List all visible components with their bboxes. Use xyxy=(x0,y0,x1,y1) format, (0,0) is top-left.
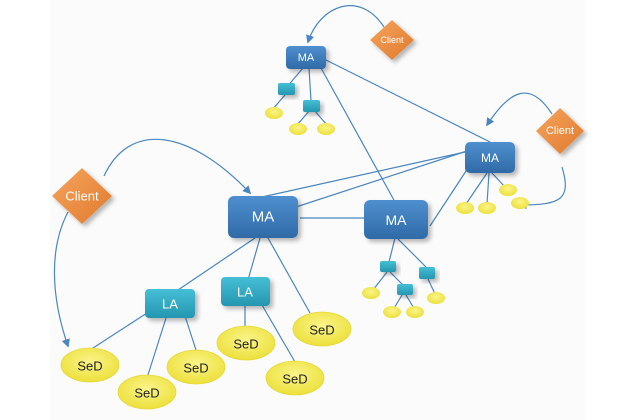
edge-la-b-sed-c xyxy=(313,109,328,126)
server-daemon-label: SeD xyxy=(134,386,159,401)
local-agent-small[interactable] xyxy=(380,261,396,272)
edge-la-a-la-c xyxy=(389,271,405,287)
edge-ma-right-sed-a xyxy=(465,172,488,205)
server-daemon-2[interactable]: SeD xyxy=(117,374,177,410)
edge-ma-main-ma-top xyxy=(295,149,471,208)
master-agent-right[interactable]: MA xyxy=(465,142,515,173)
arrow-client-left-to-ma xyxy=(103,138,252,195)
edges xyxy=(89,59,506,379)
server-daemon-small[interactable] xyxy=(456,202,474,214)
local-agent-label: LA xyxy=(237,285,253,300)
master-agent-label: MA xyxy=(386,212,408,228)
arrow-client-top-to-ma xyxy=(306,5,385,44)
master-agent-label: MA xyxy=(481,151,499,165)
arrow-client-right-to-sed xyxy=(518,166,566,210)
server-daemon-small[interactable] xyxy=(317,123,335,135)
local-agent-1[interactable]: LA xyxy=(145,289,195,318)
edge-ma-right-sed-c xyxy=(491,172,506,188)
edge-la1-sed3 xyxy=(184,315,197,351)
server-daemon-small[interactable] xyxy=(427,292,445,304)
edge-ma-mid-la-b xyxy=(396,237,427,268)
client-label: Client xyxy=(546,125,574,137)
client-right[interactable]: Client xyxy=(536,108,584,154)
edge-ma-top-la-b xyxy=(308,67,312,102)
server-daemon-label: SeD xyxy=(233,337,258,352)
client-left[interactable]: Client xyxy=(52,168,112,224)
edge-la-b-sed-b xyxy=(296,109,311,126)
client-top[interactable]: Client xyxy=(370,20,414,60)
server-daemon-small[interactable] xyxy=(511,197,529,209)
local-agent-small[interactable] xyxy=(419,267,435,279)
edge-ma-main-ma-right xyxy=(261,151,466,198)
local-agent-label: LA xyxy=(162,297,178,312)
edge-ma-right-ma-mid xyxy=(429,167,469,227)
master-agent-label: MA xyxy=(252,209,275,226)
server-daemon-1[interactable]: SeD xyxy=(60,347,120,383)
master-agent-label: MA xyxy=(298,52,315,64)
server-daemon-small[interactable] xyxy=(289,123,307,135)
edge-ma-mid-la-a xyxy=(388,237,396,263)
server-daemon-small[interactable] xyxy=(406,306,424,318)
edge-la-a-sed-a xyxy=(372,271,388,291)
client-label: Client xyxy=(380,35,404,45)
local-agent-small[interactable] xyxy=(397,284,413,295)
edge-la1-sed1 xyxy=(89,312,148,351)
arrow-client-right-to-ma xyxy=(486,92,553,127)
server-daemon-label: SeD xyxy=(183,361,208,376)
server-daemon-small[interactable] xyxy=(499,184,517,196)
master-agent-top[interactable]: MA xyxy=(286,46,326,69)
edge-ma-top-ma-right xyxy=(325,59,491,143)
edge-la2-sed5 xyxy=(261,304,296,363)
server-daemon-small[interactable] xyxy=(383,306,401,318)
local-agent-small[interactable] xyxy=(278,83,295,95)
edge-ma-main-la2 xyxy=(247,237,261,281)
master-agent-main[interactable]: MA xyxy=(228,196,298,238)
server-daemon-small[interactable] xyxy=(362,287,380,299)
client-label: Client xyxy=(65,189,99,204)
server-daemon-label: SeD xyxy=(77,359,102,374)
local-agent-small[interactable] xyxy=(303,100,320,112)
server-daemon-3[interactable]: SeD xyxy=(166,349,226,385)
server-daemon-small[interactable] xyxy=(265,107,283,119)
edge-la1-sed2 xyxy=(146,317,167,379)
server-daemon-label: SeD xyxy=(282,372,307,387)
arrow-client-left-to-sed xyxy=(53,211,70,348)
server-daemon-small[interactable] xyxy=(478,202,496,214)
edge-ma-right-sed-b xyxy=(486,172,490,205)
local-agent-2[interactable]: LA xyxy=(221,277,270,306)
server-daemon-4[interactable]: SeD xyxy=(216,325,276,361)
server-daemon-5[interactable]: SeD xyxy=(265,360,325,396)
server-daemon-6[interactable]: SeD xyxy=(292,311,352,347)
edge-ma-main-la1 xyxy=(177,237,256,291)
edge-ma-main-sed6 xyxy=(267,237,311,314)
background-panel xyxy=(50,0,585,420)
edge-ma-top-ma-mid xyxy=(320,67,396,203)
request-arrows xyxy=(53,5,566,348)
server-daemon-label: SeD xyxy=(309,323,334,338)
master-agent-mid[interactable]: MA xyxy=(364,200,428,239)
